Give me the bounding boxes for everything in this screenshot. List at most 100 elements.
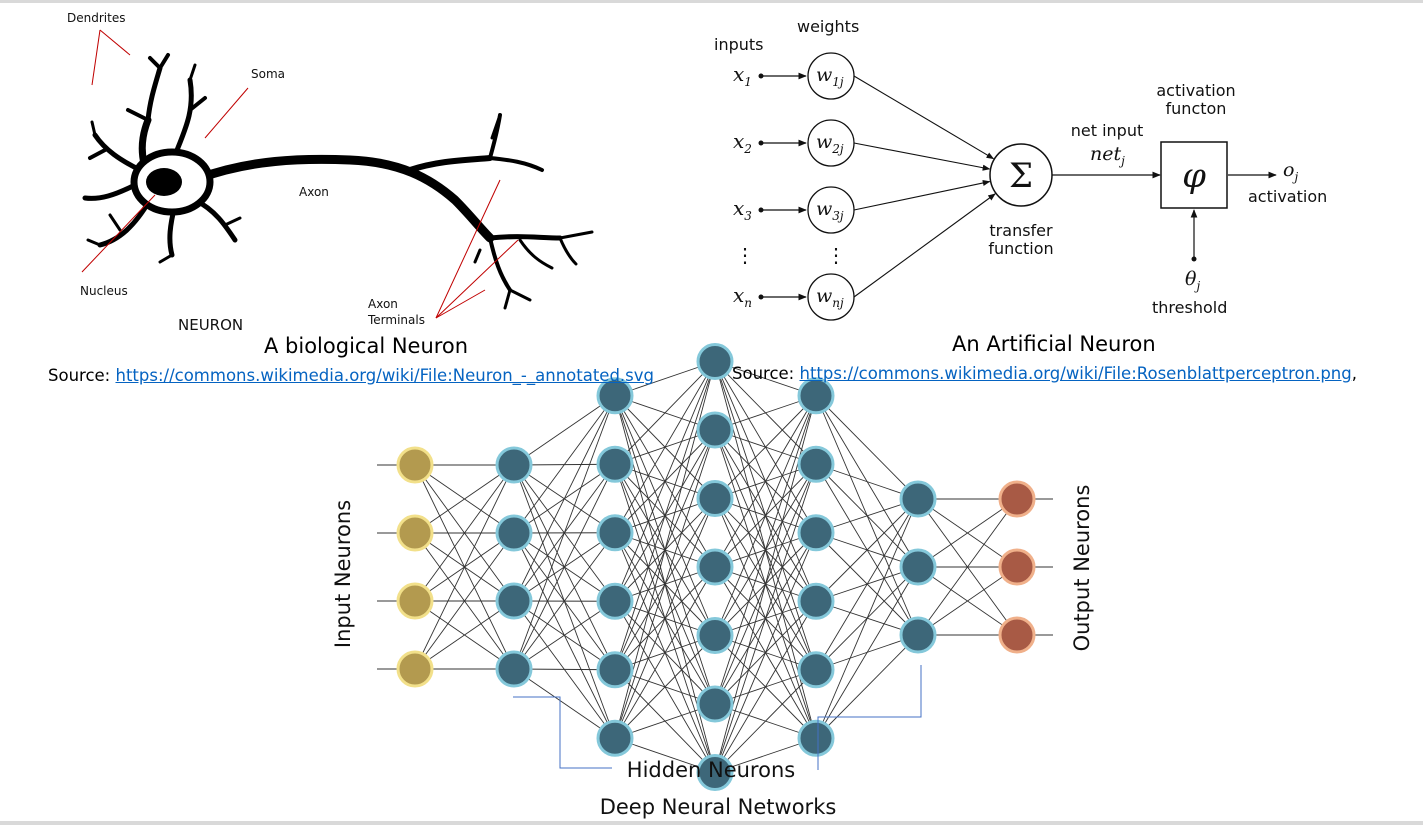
hidden-neuron [797, 377, 835, 415]
network-edge [513, 668, 616, 739]
artificial-source-link[interactable]: https://commons.wikimedia.org/wiki/File:… [799, 364, 1352, 383]
threshold-variable: θj [1185, 268, 1200, 293]
soma-label: Soma [251, 67, 285, 81]
top-border [0, 0, 1423, 3]
input-dot [758, 294, 764, 300]
weight-variable: w2j [816, 131, 844, 156]
input-dot [758, 207, 764, 213]
hidden-neuron [899, 616, 937, 654]
hidden-neuron [596, 377, 634, 415]
nucleus-shape [146, 168, 182, 196]
transfer-function-label-line2: function [988, 239, 1053, 258]
threshold-label: threshold [1152, 298, 1227, 317]
input-neuron [396, 650, 434, 688]
hidden-neuron [596, 445, 634, 483]
network-edge [815, 566, 919, 739]
network-edge [815, 395, 919, 500]
biological-neuron-source: Source: https://commons.wikimedia.org/wi… [48, 366, 654, 385]
hidden-neuron [596, 582, 634, 620]
network-edge [815, 634, 919, 739]
hidden-neuron [596, 651, 634, 689]
hidden-neuron [899, 480, 937, 518]
inputs-label: inputs [714, 35, 764, 54]
hidden-neuron [797, 651, 835, 689]
input-variable: x2 [733, 129, 752, 156]
network-edge [414, 532, 515, 670]
deep-neural-networks-caption: Deep Neural Networks [600, 795, 837, 819]
bottom-border [0, 821, 1423, 825]
activation-label: activation [1248, 187, 1327, 206]
output-neurons-label: Output Neurons [1070, 485, 1094, 652]
network-io-stubs [377, 464, 1053, 670]
network-edge [414, 464, 515, 670]
axon-label: Axon [299, 185, 329, 199]
output-neuron [998, 616, 1036, 654]
network-edge [513, 532, 616, 670]
network-nodes [396, 343, 1036, 791]
network-edge [414, 464, 515, 602]
input-neuron [396, 446, 434, 484]
hidden-neuron [797, 514, 835, 552]
weighted-input-arrow [853, 193, 996, 298]
phi-symbol: φ [1182, 156, 1206, 196]
input-neuron [396, 582, 434, 620]
network-edge [614, 361, 716, 739]
network-edge [815, 498, 919, 739]
axon-terminals-label-line2: Terminals [367, 313, 425, 327]
hidden-neuron [797, 582, 835, 620]
sigma-symbol: Σ [1009, 156, 1033, 196]
nucleus-label: Nucleus [80, 284, 128, 298]
network-edge [614, 361, 716, 533]
artificial-neuron-source: Source: https://commons.wikimedia.org/wi… [732, 364, 1357, 383]
hidden-neurons-bracket [513, 665, 922, 770]
network-edge [614, 429, 716, 739]
activation-function-box [1160, 141, 1228, 209]
network-edge [614, 566, 716, 739]
perceptron-row-2: x2 w2j [733, 119, 991, 171]
network-edge [714, 395, 817, 773]
transfer-function-label-line1: transfer [989, 221, 1053, 240]
network-edge [714, 669, 817, 773]
network-edges [414, 361, 1018, 773]
hidden-neuron [696, 754, 734, 791]
output-variable: oj [1283, 159, 1298, 184]
threshold-dot [1191, 256, 1197, 262]
hidden-neuron [696, 343, 734, 380]
artificial-source-suffix: , [1351, 364, 1357, 383]
hidden-neuron [696, 617, 734, 654]
network-edge [614, 361, 716, 670]
network-edge [614, 361, 716, 602]
network-edge [513, 395, 616, 534]
input-variable: xn [733, 283, 752, 310]
output-neuron [998, 548, 1036, 586]
perceptron-row-3: x3 w3j [733, 179, 991, 234]
inputs-ellipsis: ⋮ [735, 243, 755, 267]
axon-terminals-label-line1: Axon [368, 297, 398, 311]
weighted-input-arrow [853, 75, 995, 160]
weight-variable: w1j [816, 64, 844, 89]
network-edge [917, 498, 1018, 568]
artificial-neuron-caption: An Artificial Neuron [952, 332, 1156, 356]
input-variable: x3 [733, 196, 752, 223]
hidden-neuron [596, 719, 634, 757]
network-edge [414, 464, 515, 534]
network-edge [714, 601, 817, 773]
net-input-label: net input [1071, 121, 1144, 140]
weight-variable: w3j [816, 198, 844, 223]
hidden-neuron [596, 514, 634, 552]
network-edge [714, 532, 817, 773]
hidden-neuron [797, 445, 835, 483]
network-edge [513, 395, 616, 670]
biological-source-link[interactable]: https://commons.wikimedia.org/wiki/File:… [115, 366, 655, 385]
network-edge [714, 464, 817, 773]
weights-label: weights [797, 17, 859, 36]
activation-functon-label-line1: activation [1156, 81, 1235, 100]
network-edge [714, 395, 817, 636]
neuron-label: NEURON [178, 316, 243, 334]
hidden-neuron [899, 548, 937, 586]
network-edge [513, 464, 616, 670]
network-edge [815, 498, 919, 670]
